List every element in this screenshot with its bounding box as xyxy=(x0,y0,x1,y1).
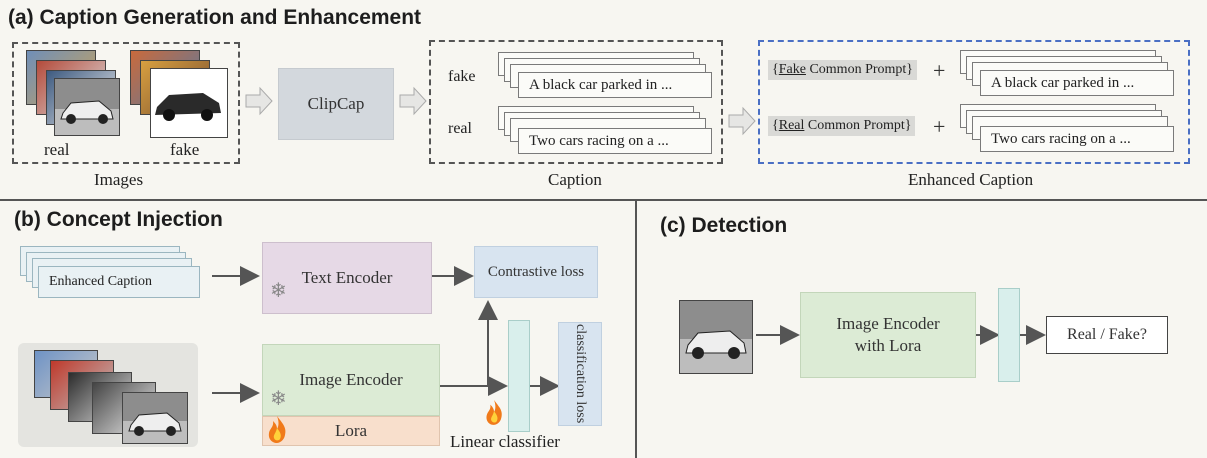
horizontal-divider xyxy=(0,199,1207,201)
real-label: real xyxy=(44,140,70,159)
race-car-photo xyxy=(680,301,752,373)
text-encoder-box: Text Encoder xyxy=(262,242,432,314)
enhanced-fake-caption-text: A black car parked in ... xyxy=(980,70,1174,96)
detection-output-label: Real / Fake? xyxy=(1067,326,1147,343)
section-a-title: (a) Caption Generation and Enhancement xyxy=(8,6,422,29)
race-car-photo xyxy=(123,393,187,443)
real-common-prompt: {Real Common Prompt} xyxy=(768,116,916,136)
images-label: Images xyxy=(94,170,144,189)
caption-label: Caption xyxy=(548,170,602,189)
caption-fake-row-label: fake xyxy=(448,68,476,85)
arrow-icon xyxy=(399,86,427,116)
classification-loss-box: classification loss xyxy=(558,322,602,426)
enhanced-real-caption-text: Two cars racing on a ... xyxy=(980,126,1174,152)
arrow-icon xyxy=(245,86,273,116)
fake-image-front xyxy=(150,68,228,138)
clipcap-box: ClipCap xyxy=(278,68,394,140)
black-car-photo xyxy=(151,69,227,137)
detection-linear-classifier-bar xyxy=(998,288,1020,382)
plus-sign: + xyxy=(933,58,946,83)
race-car-photo xyxy=(55,79,119,135)
detection-input-image xyxy=(679,300,753,374)
caption-real-row-label: real xyxy=(448,120,472,137)
detection-output-box: Real / Fake? xyxy=(1046,316,1168,354)
clipcap-label: ClipCap xyxy=(307,94,365,113)
fire-icon xyxy=(486,400,502,425)
fake-caption-text: A black car parked in ... xyxy=(518,72,712,98)
section-b-title: (b) Concept Injection xyxy=(14,208,223,231)
plus-sign: + xyxy=(933,114,946,139)
enhanced-caption-label: Enhanced Caption xyxy=(908,170,1034,189)
enhanced-caption-group xyxy=(758,40,1190,164)
text-encoder-label: Text Encoder xyxy=(301,268,393,287)
image-encoder-box: Image Encoder xyxy=(262,344,440,416)
section-c-arrows xyxy=(756,325,1046,345)
arrow-icon xyxy=(728,106,756,136)
fake-label: fake xyxy=(170,140,200,159)
caption-group xyxy=(429,40,723,164)
snowflake-icon: ❄ xyxy=(270,278,287,302)
snowflake-icon: ❄ xyxy=(270,386,287,410)
real-caption-text: Two cars racing on a ... xyxy=(518,128,712,154)
vertical-divider xyxy=(635,201,637,458)
detection-encoder-line2: with Lora xyxy=(854,336,922,355)
classification-loss-label: classification loss xyxy=(573,324,588,424)
lora-box: Lora xyxy=(262,416,440,446)
contrastive-loss-label: Contrastive loss xyxy=(487,263,585,280)
real-image-front xyxy=(54,78,120,136)
image-encoder-label: Image Encoder xyxy=(299,370,403,389)
detection-encoder-line1: Image Encoder xyxy=(836,314,940,333)
lora-label: Lora xyxy=(334,421,368,440)
linear-classifier-label: Linear classifier xyxy=(450,432,560,451)
images-group xyxy=(12,42,240,164)
section-b-arrows xyxy=(212,266,560,403)
section-c-title: (c) Detection xyxy=(660,214,788,237)
fake-common-prompt: {Fake Common Prompt} xyxy=(768,60,918,80)
linear-classifier-bar xyxy=(508,320,530,432)
detection-image-encoder-box: Image Encoder with Lora xyxy=(800,292,976,378)
enhanced-caption-input: Enhanced Caption xyxy=(38,266,200,298)
fire-icon xyxy=(268,416,286,443)
input-image-front xyxy=(122,392,188,444)
contrastive-loss-box: Contrastive loss xyxy=(474,246,598,298)
